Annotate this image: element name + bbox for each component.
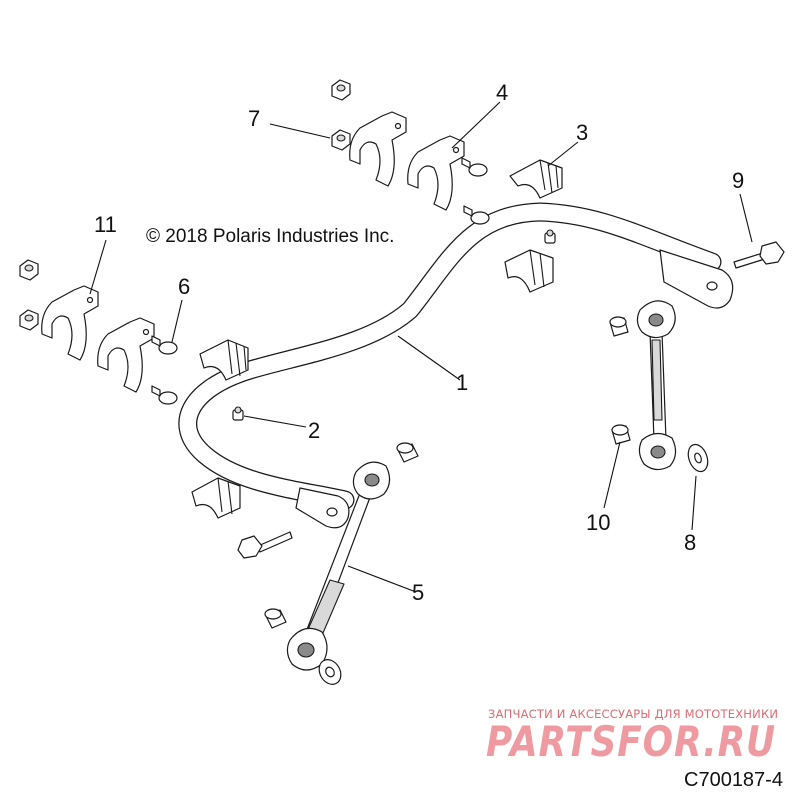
bushing [509, 159, 563, 199]
bushing-sleeve [609, 316, 629, 337]
bushing [191, 477, 241, 519]
watermark-brand: PARTSFOR.RU [486, 717, 776, 766]
clamp [97, 317, 155, 393]
bushing-sleeve [611, 424, 631, 445]
flange-bolt [237, 531, 293, 559]
watermark: ЗАПЧАСТИ И АКСЕССУАРЫ ДЛЯ МОТОТЕХНИКИ PA… [486, 707, 778, 766]
callout-4: 4 [496, 80, 508, 105]
callout-9: 9 [732, 168, 744, 193]
stabilizer-link-right [636, 300, 677, 471]
bushing [199, 339, 249, 381]
callout-2: 2 [308, 418, 320, 443]
carriage-bolt [461, 157, 488, 177]
bushing-sleeve [396, 442, 419, 463]
nut [19, 309, 39, 331]
callout-3: 3 [576, 120, 588, 145]
flange-bolt [733, 241, 785, 269]
callout-5: 5 [412, 580, 424, 605]
clamp [41, 285, 99, 361]
nut [331, 79, 351, 101]
washer [687, 443, 709, 473]
stabilizer-bar [178, 202, 734, 529]
callout-6: 6 [178, 274, 190, 299]
callout-1: 1 [456, 370, 468, 395]
watermark-tagline: ЗАПЧАСТИ И АКСЕССУАРЫ ДЛЯ МОТОТЕХНИКИ [488, 707, 778, 721]
carriage-bolt [463, 205, 490, 225]
callout-10: 10 [586, 510, 610, 535]
nut [331, 129, 351, 151]
bushing [504, 249, 554, 293]
stabilizer-link-left [286, 461, 391, 671]
callout-7: 7 [248, 106, 260, 131]
carriage-bolt [151, 385, 178, 405]
callout-11: 11 [94, 212, 117, 237]
callout-8: 8 [684, 530, 696, 555]
grease-fitting [544, 229, 556, 244]
grease-fitting [232, 406, 244, 421]
washer [318, 659, 342, 685]
copyright-notice: © 2018 Polaris Industries Inc. [146, 226, 394, 247]
bushing-sleeve [264, 608, 287, 629]
clamp [349, 111, 407, 187]
figure-reference: C700187-4 [684, 769, 783, 791]
nut [19, 259, 39, 281]
callout-labels: 1 2 3 4 5 6 7 8 9 10 11 [94, 80, 744, 605]
carriage-bolt [151, 335, 178, 355]
clamp [407, 135, 465, 211]
leader-lines [89, 101, 753, 593]
